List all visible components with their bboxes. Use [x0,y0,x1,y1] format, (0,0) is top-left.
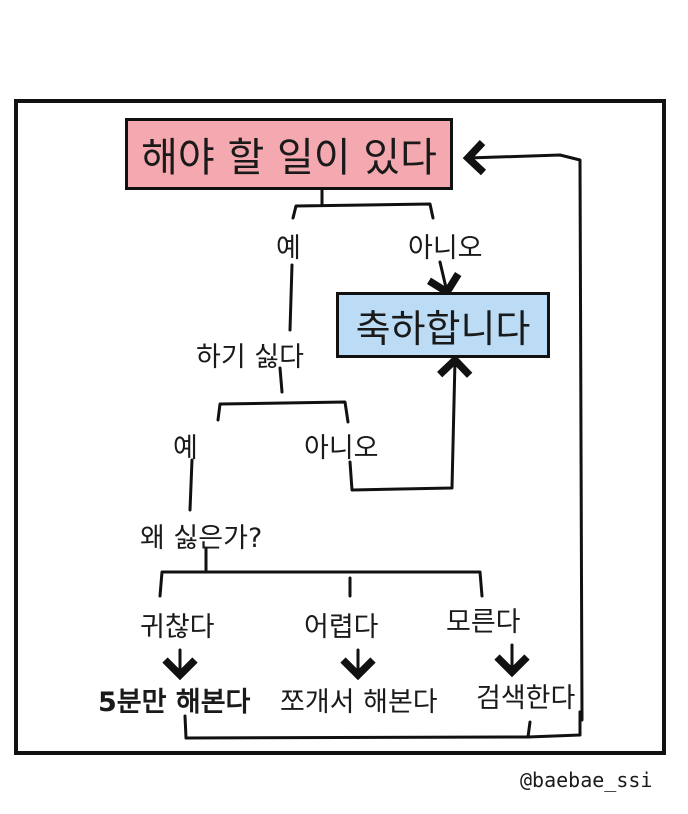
action-1-label: 5분만 해본다 [98,687,251,718]
arrow-no-congrats [427,260,462,298]
q2-yes-label: 예 [173,433,198,464]
start-label: 해야 할 일이 있다 [141,135,437,181]
hate-label: 하기 싫다 [196,342,304,373]
why-label: 왜 싫은가? [140,523,263,554]
reason-2-label: 어렵다 [304,612,379,643]
connector-start-split [291,188,435,220]
action-3-label: 검색한다 [476,683,576,714]
action-2-label: 쪼개서 해본다 [280,687,438,718]
connector-yes2-why [188,458,194,512]
congrats-box: 축하합니다 [336,292,550,358]
connector-yes-hate [288,263,294,332]
loop-back-arrow [183,155,584,740]
connector-hate-split [216,366,350,424]
author-credit: @baebae_ssi [520,768,653,792]
comic-frame [14,99,666,755]
arrow-no2-congrats [348,354,473,492]
q1-no-label: 아니오 [408,233,483,264]
congrats-label: 축하합니다 [355,306,531,351]
reason-1-label: 귀찮다 [140,612,215,643]
reason-3-label: 모른다 [446,607,521,638]
start-box: 해야 할 일이 있다 [125,118,453,190]
q2-no-label: 아니오 [304,433,379,464]
q1-yes-label: 예 [276,233,301,264]
connector-why-split [158,546,484,598]
